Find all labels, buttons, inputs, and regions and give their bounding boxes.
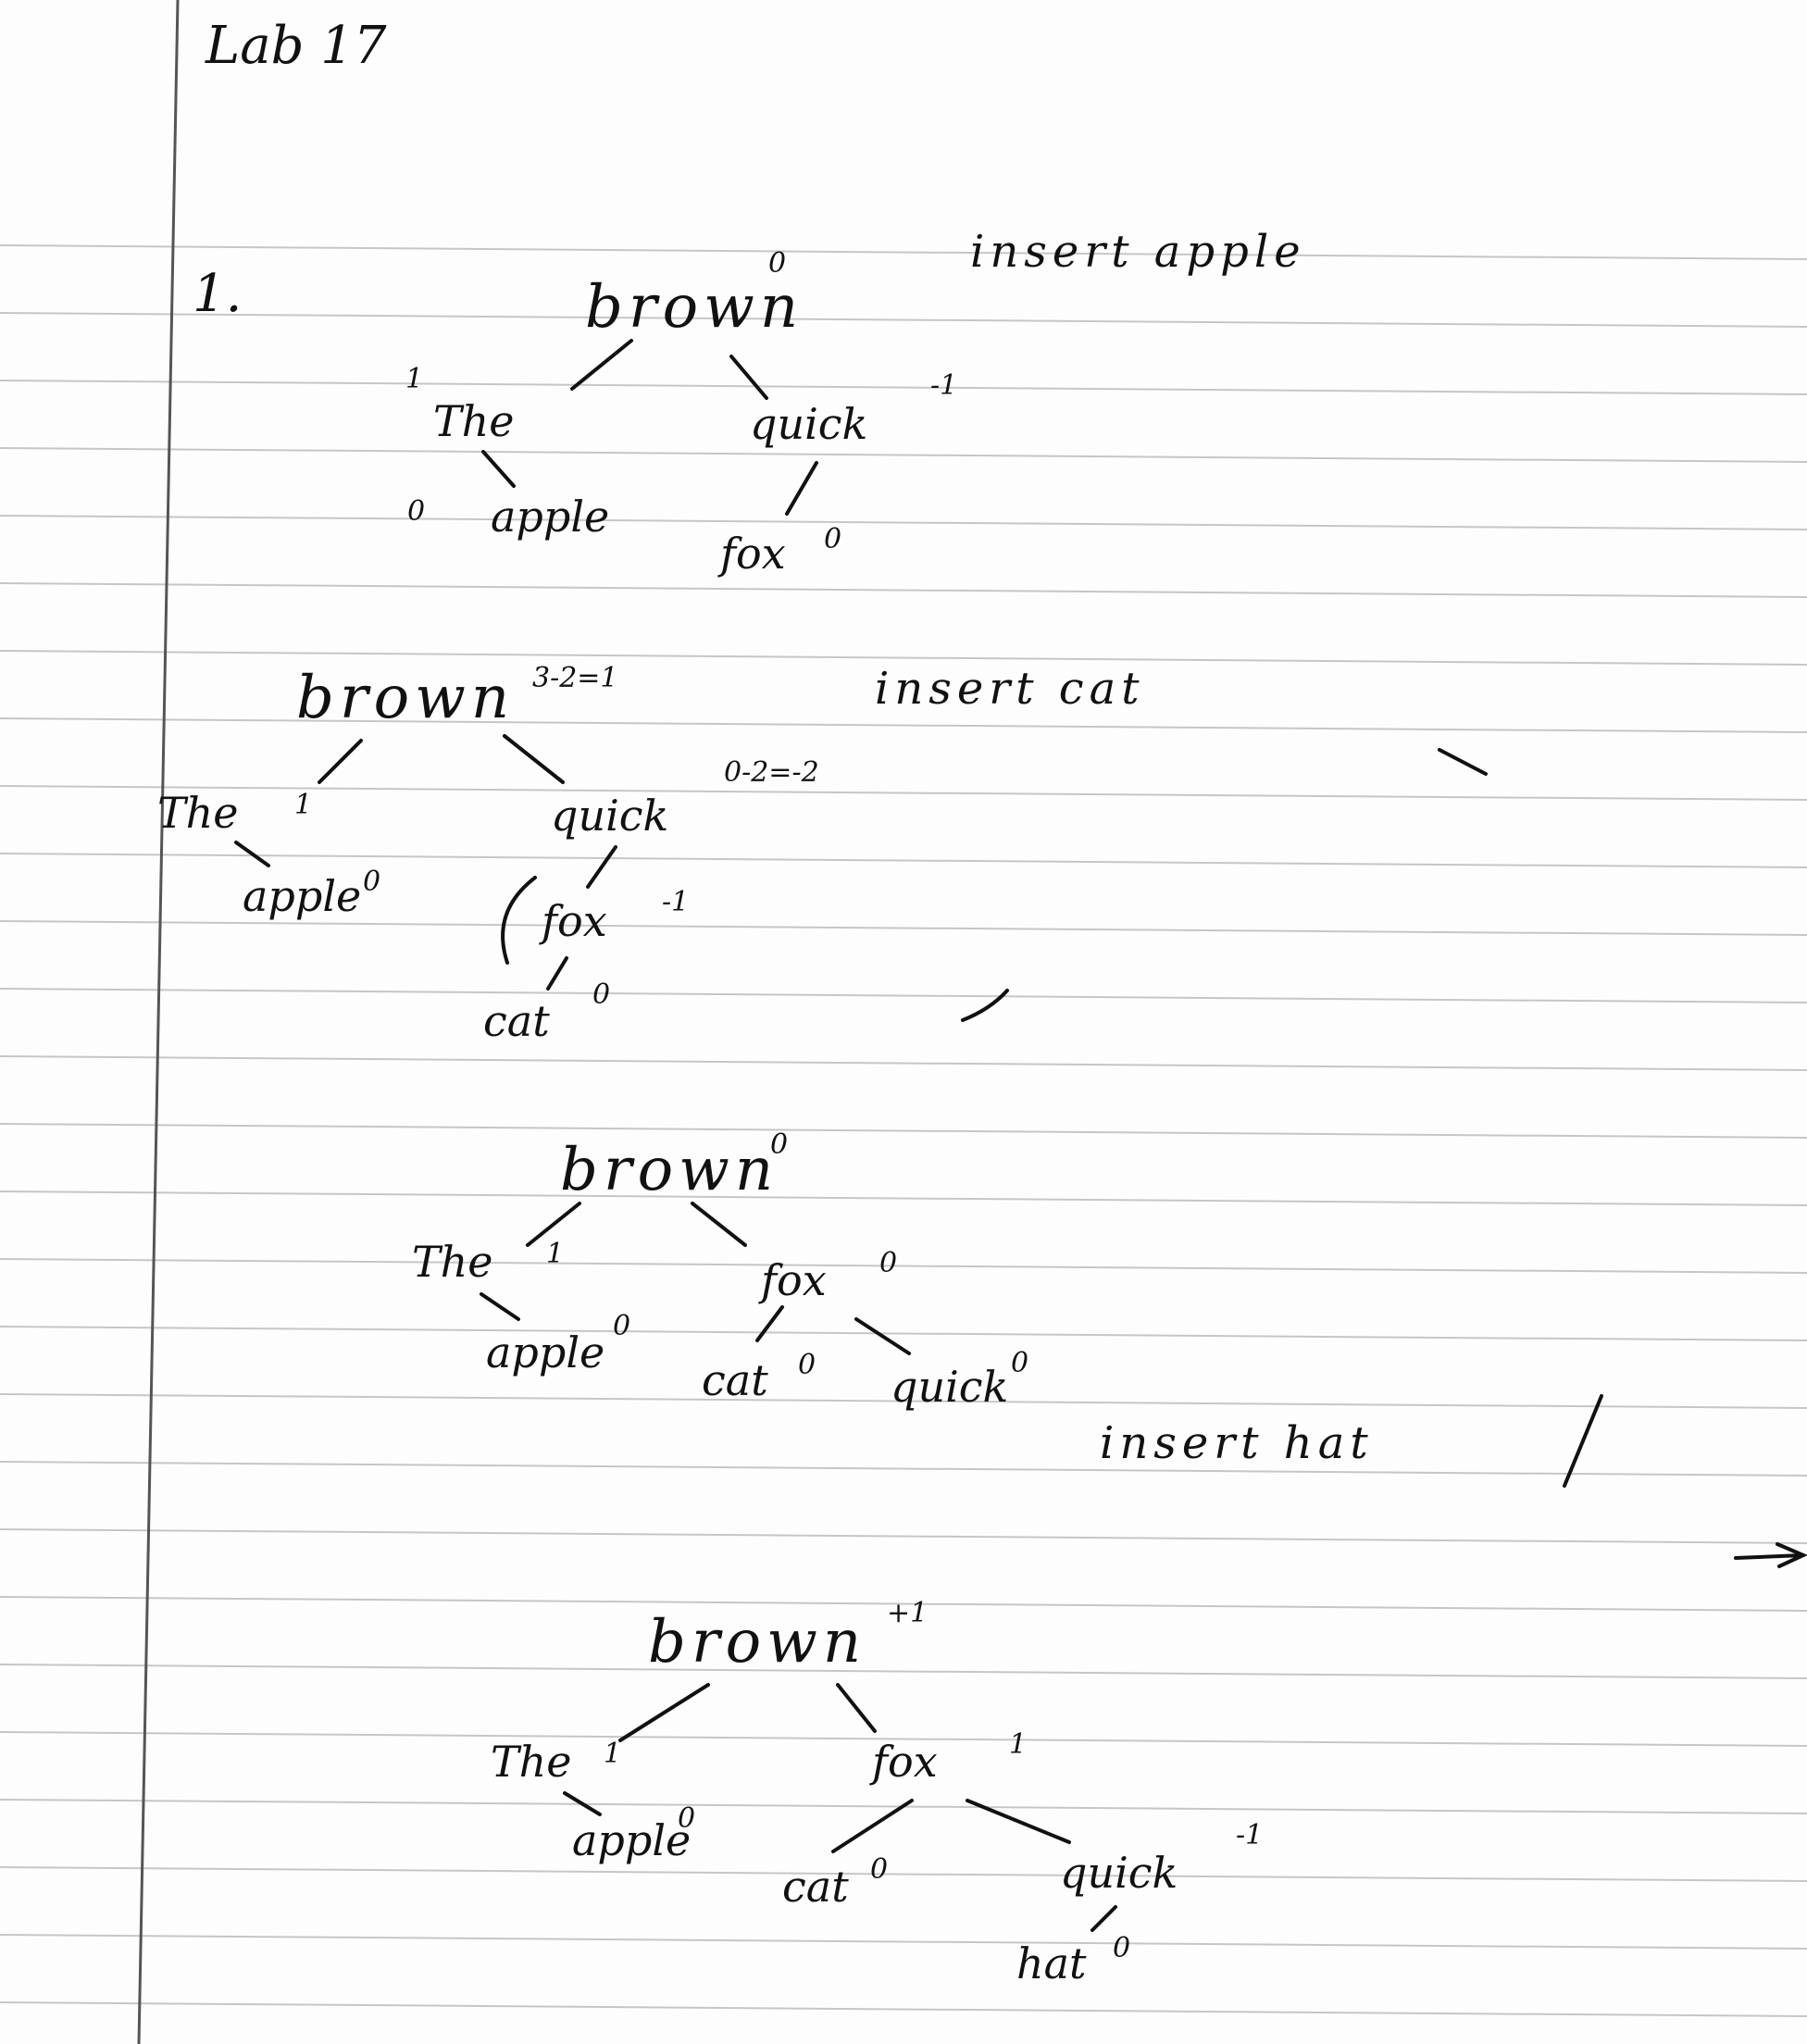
node-right-left: fox — [720, 529, 786, 579]
node-right: fox — [761, 1255, 827, 1305]
node-left-right: apple — [486, 1327, 605, 1377]
edge — [546, 956, 568, 991]
problem-number: 1. — [193, 264, 243, 324]
node-left-right: apple — [572, 1815, 692, 1865]
balance-right-right-left: 0 — [1113, 1932, 1131, 1964]
balance-right-left: 0 — [870, 1853, 889, 1886]
balance-root: 3-2=1 — [532, 662, 618, 694]
edge — [854, 1317, 911, 1355]
node-left-right: apple — [243, 871, 362, 921]
arrow — [1734, 1542, 1807, 1568]
node-right-left: cat — [782, 1862, 849, 1912]
stray-mark — [1438, 748, 1488, 776]
balance-right: 0-2=-2 — [724, 756, 819, 789]
edge — [755, 1305, 784, 1342]
balance-root: 0 — [768, 247, 787, 280]
node-right: quick — [750, 399, 868, 449]
edge — [586, 845, 617, 889]
node-root: brown — [296, 664, 516, 732]
step-label: insert apple — [970, 226, 1306, 278]
balance-left-right: 0 — [363, 866, 381, 898]
balance-right-left: -1 — [662, 886, 690, 918]
edge — [503, 734, 565, 784]
balance-left-right: 0 — [613, 1310, 631, 1342]
balance-root: 0 — [770, 1128, 789, 1161]
balance-left: 1 — [294, 789, 313, 821]
margin-line — [137, 0, 180, 2044]
edge — [729, 355, 768, 400]
rotation-arrow — [501, 876, 537, 965]
page-title: Lab 17 — [206, 16, 387, 76]
balance-left: 1 — [405, 363, 424, 395]
edge — [234, 841, 270, 867]
node-root: brown — [585, 273, 804, 342]
stray-mark — [1563, 1394, 1603, 1488]
balance-right-left-left: 0 — [592, 978, 611, 1011]
edge — [318, 739, 363, 784]
node-right-right: quick — [1060, 1848, 1178, 1898]
balance-right: -1 — [930, 369, 958, 402]
node-left: The — [157, 788, 239, 838]
balance-right-right: 0 — [1011, 1347, 1029, 1379]
balance-right-left: 0 — [798, 1349, 816, 1381]
node-right-right: quick — [891, 1362, 1009, 1412]
node-right: fox — [872, 1737, 938, 1787]
balance-left: 1 — [604, 1738, 622, 1770]
node-left-right: apple — [491, 492, 610, 542]
node-right: quick — [551, 791, 669, 841]
node-right-left: cat — [702, 1355, 768, 1405]
edge — [785, 461, 818, 516]
edge — [563, 1791, 602, 1816]
node-root: brown — [648, 1608, 867, 1676]
balance-left-right: 0 — [407, 495, 426, 528]
balance-right-right: -1 — [1236, 1819, 1264, 1851]
edge — [526, 1202, 581, 1247]
node-right-left: fox — [542, 896, 607, 946]
step-label: insert hat — [1100, 1417, 1374, 1469]
edge — [570, 339, 633, 391]
balance-left-right: 0 — [678, 1802, 696, 1835]
node-right-left-left: cat — [483, 996, 550, 1046]
node-root: brown — [560, 1136, 779, 1204]
balance-right: 0 — [879, 1247, 898, 1279]
balance-right-left: 0 — [824, 523, 842, 555]
balance-left: 1 — [546, 1238, 565, 1270]
balance-right: 1 — [1009, 1728, 1028, 1761]
edge — [836, 1683, 877, 1733]
edge — [831, 1799, 914, 1853]
edge — [481, 450, 516, 488]
node-right-right-left: hat — [1016, 1938, 1087, 1988]
step-label: insert cat — [875, 663, 1145, 715]
balance-root: +1 — [887, 1597, 928, 1629]
node-left: The — [412, 1237, 493, 1287]
edge — [618, 1683, 710, 1742]
node-left: The — [433, 396, 515, 446]
node-left: The — [491, 1737, 572, 1787]
stray-mark — [961, 989, 1009, 1022]
edge — [480, 1292, 520, 1321]
edge — [1090, 1905, 1117, 1932]
edge — [966, 1799, 1071, 1844]
edge — [691, 1202, 747, 1247]
